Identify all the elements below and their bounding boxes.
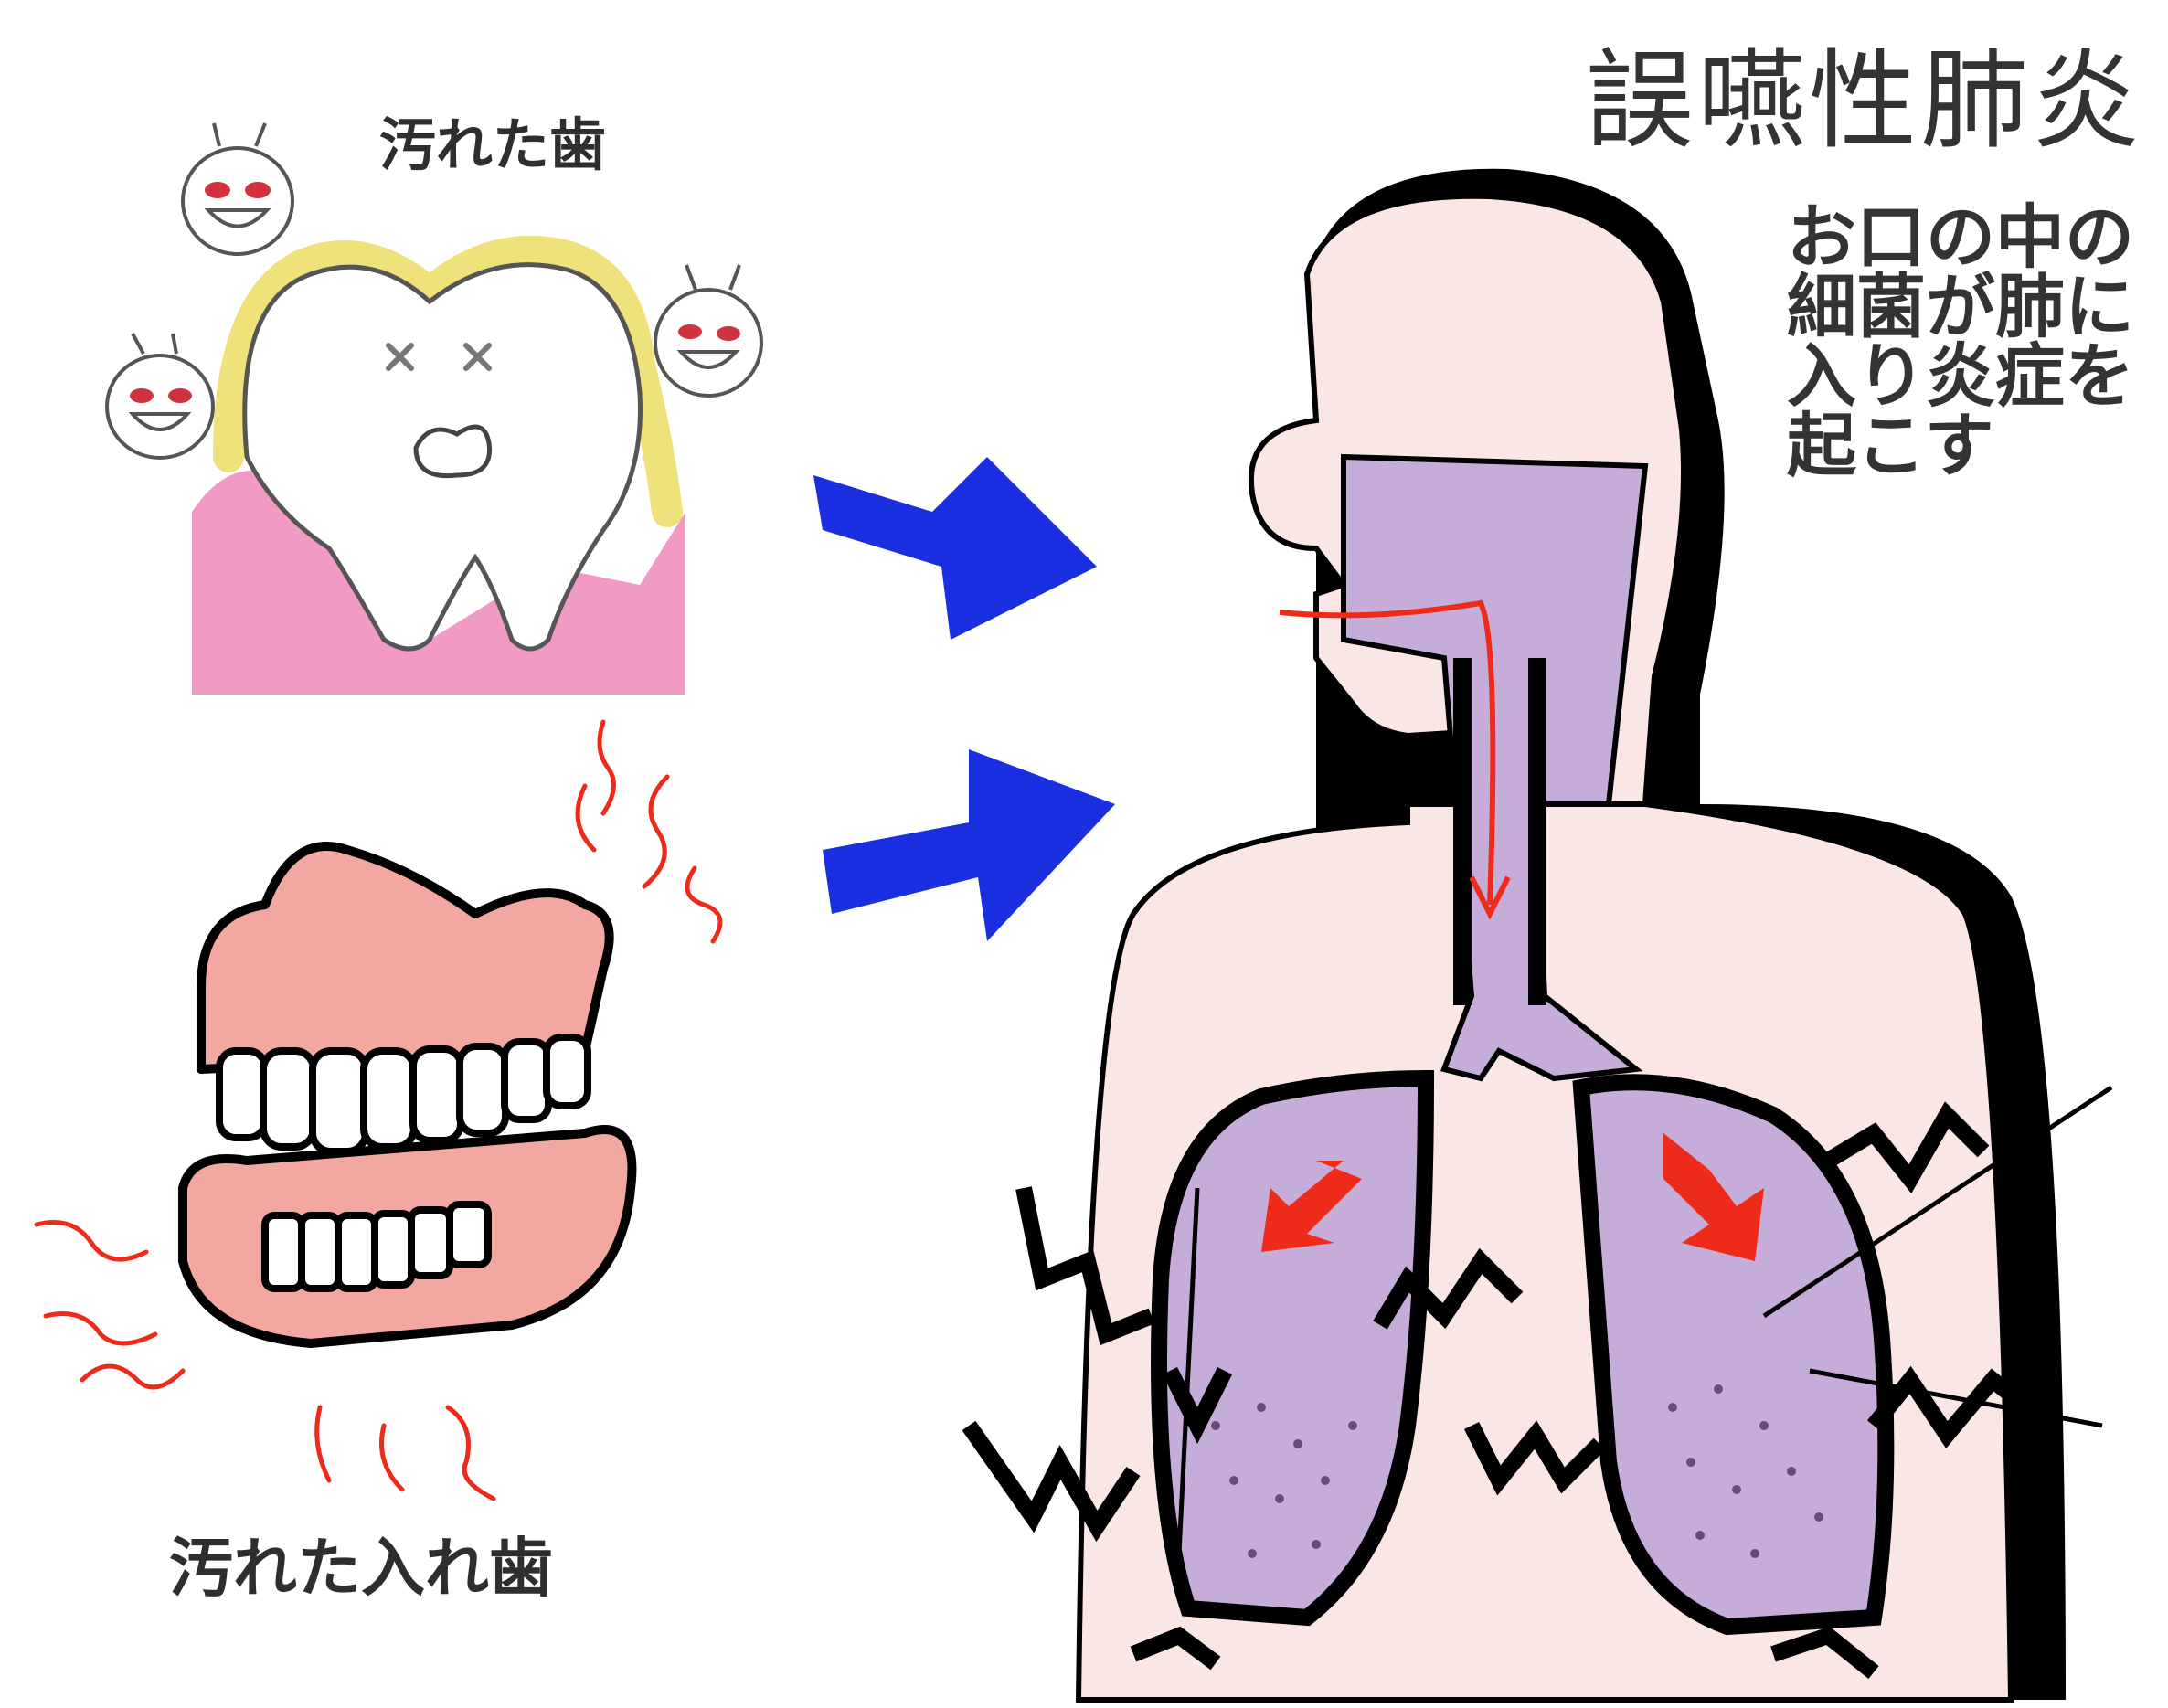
arrow-icon bbox=[813, 457, 1115, 941]
explanation-text: お口の中の 細菌が肺に 入り炎症を 起こす bbox=[1787, 203, 2134, 481]
dirty-teeth-label: 汚れた歯 bbox=[379, 99, 606, 181]
denture-icon bbox=[183, 846, 632, 1343]
dirty-dentures-label: 汚れた入れ歯 bbox=[169, 1517, 553, 1609]
explanation-line: 起こす bbox=[1787, 411, 2134, 481]
diagram-title: 誤嚥性肺炎 bbox=[1586, 13, 2143, 169]
explanation-line: 細菌が肺に bbox=[1787, 272, 2134, 342]
explanation-line: 入り炎症を bbox=[1787, 342, 2134, 411]
tooth-icon bbox=[192, 251, 685, 695]
explanation-line: お口の中の bbox=[1787, 203, 2134, 272]
